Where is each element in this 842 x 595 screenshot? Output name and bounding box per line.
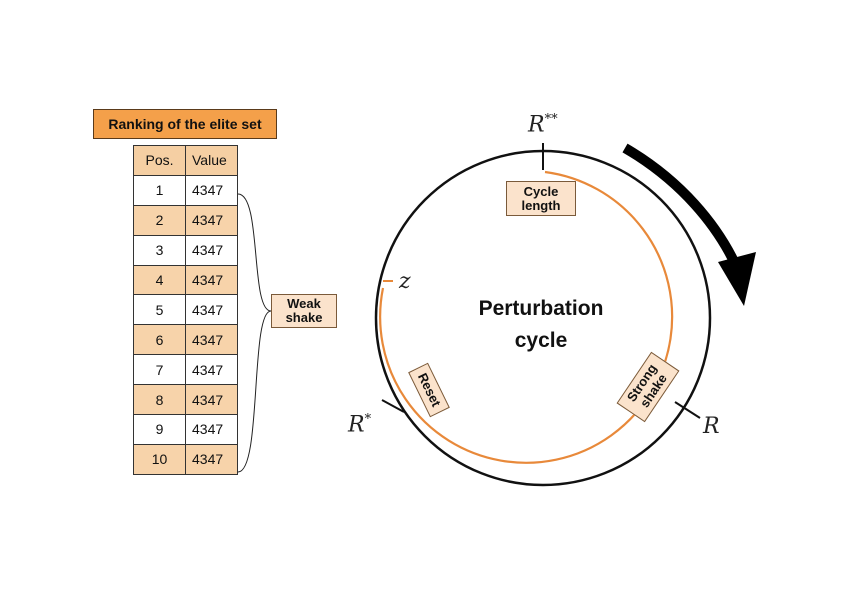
value-cell: 4347 [185, 234, 238, 266]
value-cell: 4347 [185, 324, 238, 356]
value-cell: 4347 [185, 264, 238, 296]
value-cell: 4347 [185, 414, 238, 445]
z-marker: z [399, 269, 411, 294]
r-star-tick [381, 399, 405, 413]
pos-header: Pos. [133, 145, 186, 176]
brace-bottom-connector [237, 310, 272, 473]
table-header-row: Pos. Value [133, 145, 238, 176]
value-cell: 4347 [185, 204, 238, 236]
marker-base: R [703, 414, 720, 439]
clockwise-direction-arrow [622, 143, 743, 273]
cycle-progress-arc [379, 170, 674, 464]
r-double-star-marker: R** [528, 112, 558, 137]
value-cell: 4347 [185, 354, 238, 386]
pos-cell: 10 [133, 443, 186, 475]
r-marker: R [703, 414, 720, 439]
marker-sup: * [364, 412, 372, 427]
value-cell: 4347 [185, 174, 238, 206]
pos-cell: 1 [133, 174, 186, 206]
elite-set-title: Ranking of the elite set [93, 109, 277, 139]
value-cell: 4347 [185, 384, 238, 416]
marker-sup: ** [544, 112, 558, 127]
pos-cell: 9 [133, 414, 186, 445]
pos-cell: 3 [133, 234, 186, 266]
arrow-head [718, 252, 756, 306]
brace-top-connector [237, 193, 272, 312]
weak-shake-label: Weak shake [271, 294, 337, 328]
cycle-length-label: Cycle length [506, 181, 576, 216]
perturbation-cycle-title: Perturbation cycle [478, 297, 604, 352]
value-cell: 4347 [185, 443, 238, 475]
pos-cell: 6 [133, 324, 186, 356]
r-star-marker: R* [348, 412, 371, 437]
r-tick [674, 401, 701, 419]
value-header: Value [185, 145, 238, 176]
value-cell: 4347 [185, 294, 238, 326]
pos-cell: 4 [133, 264, 186, 296]
pos-cell: 5 [133, 294, 186, 326]
marker-base: R [348, 412, 365, 438]
marker-base: R [528, 112, 545, 138]
pos-cell: 7 [133, 354, 186, 386]
marker-base: z [399, 269, 411, 294]
pos-cell: 2 [133, 204, 186, 236]
pos-cell: 8 [133, 384, 186, 416]
